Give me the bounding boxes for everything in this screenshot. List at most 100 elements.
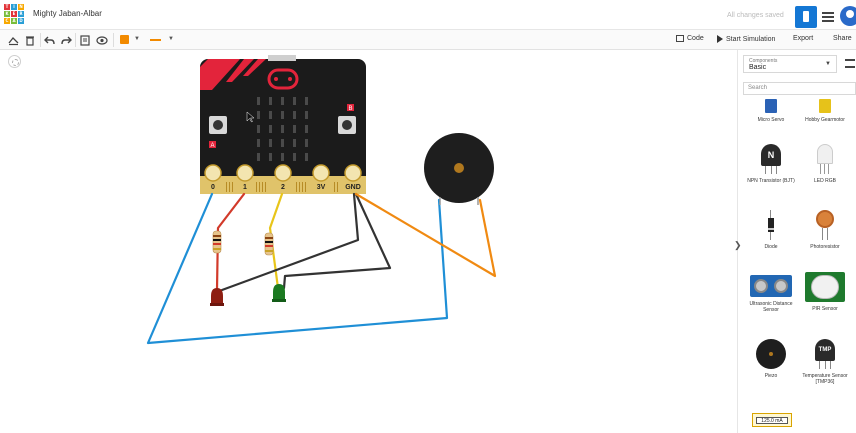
component-item[interactable]: Ultrasonic Distance Sensor xyxy=(743,275,799,313)
microbit-board[interactable]: A B 0 1 2 3V GND xyxy=(200,55,366,194)
component-item[interactable]: LED RGB xyxy=(797,144,853,184)
search-input[interactable]: Search xyxy=(743,82,856,95)
toolbar-divider xyxy=(40,33,41,47)
component-item[interactable]: Hobby Gearmotor xyxy=(797,99,853,123)
servo-icon xyxy=(765,99,777,113)
start-simulation-label: Start Simulation xyxy=(726,35,776,43)
mouse-cursor xyxy=(246,111,255,123)
pin-label: 1 xyxy=(243,184,247,191)
multimeter-item[interactable]: 125.0 mA xyxy=(752,413,792,427)
component-label: Photoresistor xyxy=(810,244,840,250)
pin-label: 0 xyxy=(211,184,215,191)
component-label: Micro Servo xyxy=(757,117,785,123)
delete-icon[interactable] xyxy=(24,34,36,46)
code-button[interactable]: Code xyxy=(676,35,704,42)
wire-black-green-led[interactable] xyxy=(282,192,392,290)
app-header: T I N K E R C A D Mighty Jaban-Albar All… xyxy=(0,0,856,30)
component-item[interactable]: Micro Servo xyxy=(743,99,799,123)
wire-orange-piezo[interactable] xyxy=(354,192,497,278)
list-view-icon[interactable] xyxy=(845,59,855,68)
component-label: Diode xyxy=(764,244,778,250)
component-label: Piezo xyxy=(764,373,778,379)
pin-1[interactable]: 1 xyxy=(236,164,254,191)
redo-icon[interactable] xyxy=(60,34,72,46)
pin-label: 3V xyxy=(317,184,326,191)
component-label: PIR Sensor xyxy=(812,306,838,312)
component-item[interactable]: Piezo xyxy=(743,339,799,379)
button-b[interactable]: B xyxy=(338,104,356,134)
eye-icon[interactable] xyxy=(96,34,108,46)
wire-blue-pin0[interactable] xyxy=(146,192,449,345)
wire-red-pin1[interactable] xyxy=(215,192,246,292)
share-label: Share xyxy=(833,35,852,42)
circuit-view-icon xyxy=(803,11,809,22)
wire-type-swatch[interactable] xyxy=(150,39,161,41)
ultrasonic-sensor-icon xyxy=(750,275,792,297)
component-label: Temperature Sensor [TMP36] xyxy=(802,373,848,385)
project-title[interactable]: Mighty Jaban-Albar xyxy=(33,9,102,18)
button-a[interactable]: A xyxy=(209,116,227,149)
component-item[interactable]: Diode xyxy=(743,210,799,250)
pin-gnd[interactable]: GND xyxy=(344,164,362,191)
wire-black-red-led[interactable] xyxy=(220,192,360,292)
export-label: Export xyxy=(793,35,814,42)
resistor-1[interactable] xyxy=(212,230,222,254)
notes-icon[interactable] xyxy=(79,34,91,46)
component-list-icon[interactable] xyxy=(822,12,834,22)
share-button[interactable]: Share xyxy=(833,35,852,42)
components-panel xyxy=(737,50,856,433)
green-led[interactable] xyxy=(272,284,286,302)
tmp-glyph: TMP xyxy=(815,339,835,361)
export-button[interactable]: Export xyxy=(793,35,813,42)
chevron-down-icon: ▼ xyxy=(825,61,831,67)
undo-icon[interactable] xyxy=(43,34,55,46)
chevron-down-icon[interactable]: ▼ xyxy=(168,36,174,42)
play-icon xyxy=(717,35,723,43)
pin-label: GND xyxy=(345,184,361,191)
rotate-icon[interactable] xyxy=(7,34,19,46)
component-label: NPN Transistor (BJT) xyxy=(747,178,795,184)
components-dropdown[interactable]: Components Basic ▼ xyxy=(743,55,837,73)
toolbar-divider xyxy=(75,33,76,47)
chevron-down-icon[interactable]: ▼ xyxy=(134,36,140,42)
component-item[interactable]: Photoresistor xyxy=(797,210,853,250)
wire-yellow-pin2[interactable] xyxy=(268,192,284,290)
component-item[interactable]: PIR Sensor xyxy=(797,272,853,312)
toolbar: ▼ ▼ Code Start Simulation Export Share xyxy=(0,30,856,50)
current-readout: 125.0 mA xyxy=(756,417,788,424)
transistor-glyph: N xyxy=(761,144,781,166)
led-matrix xyxy=(257,97,308,161)
start-simulation-button[interactable]: Start Simulation xyxy=(717,35,775,43)
button-b-label: B xyxy=(348,106,352,112)
npn-transistor-icon: N xyxy=(761,144,781,174)
circuit-view-button[interactable] xyxy=(795,6,817,28)
pir-sensor-icon xyxy=(805,272,845,302)
gearmotor-icon xyxy=(819,99,831,113)
pin-3v[interactable]: 3V xyxy=(312,164,330,191)
photoresistor-icon xyxy=(816,210,834,240)
temperature-sensor-icon: TMP xyxy=(815,339,835,369)
piezo-buzzer[interactable] xyxy=(424,133,494,205)
circuit-canvas[interactable] xyxy=(0,50,737,433)
tinkercad-logo[interactable]: T I N K E R C A D xyxy=(4,4,24,24)
component-label: Hobby Gearmotor xyxy=(805,117,845,123)
component-label: Ultrasonic Distance Sensor xyxy=(749,301,793,313)
wire-color-swatch[interactable] xyxy=(120,35,129,44)
save-status: All changes saved xyxy=(727,12,784,19)
avatar[interactable] xyxy=(840,6,856,26)
zoom-to-fit-icon[interactable] xyxy=(8,55,21,68)
components-dropdown-label: Components xyxy=(749,58,778,64)
chevron-right-icon[interactable]: ❯ xyxy=(734,240,742,250)
component-item[interactable]: N NPN Transistor (BJT) xyxy=(743,144,799,184)
pin-label: 2 xyxy=(281,184,285,191)
pin-2[interactable]: 2 xyxy=(274,164,292,191)
code-icon xyxy=(676,35,684,42)
resistor-2[interactable] xyxy=(264,232,274,256)
component-item[interactable]: TMP Temperature Sensor [TMP36] xyxy=(797,339,853,385)
led-rgb-icon xyxy=(816,144,834,174)
red-led[interactable] xyxy=(210,288,224,306)
pin-0[interactable]: 0 xyxy=(204,164,222,191)
component-label: LED RGB xyxy=(814,178,836,184)
diode-icon xyxy=(768,210,774,240)
code-label: Code xyxy=(687,35,704,42)
